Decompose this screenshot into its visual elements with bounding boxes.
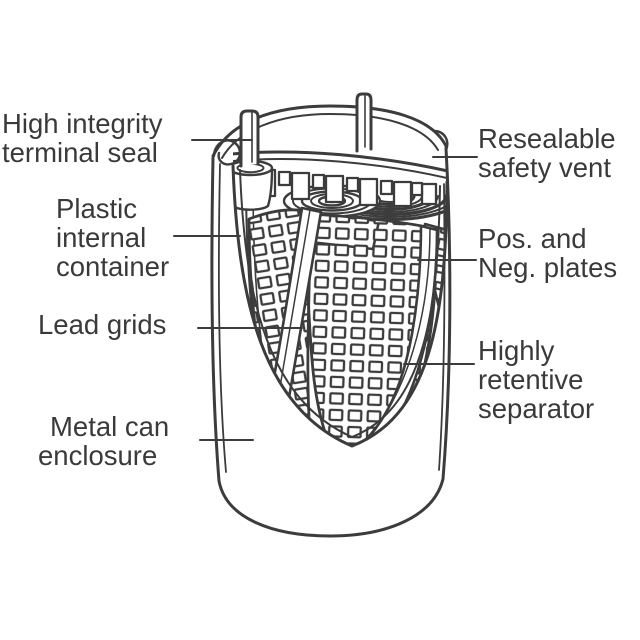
label-plates: Pos. and Neg. plates xyxy=(478,224,617,282)
label-line: Plastic xyxy=(56,193,137,224)
label-terminal-seal: High integrity terminal seal xyxy=(2,109,163,167)
label-line: container xyxy=(56,251,170,282)
cutaway-edge xyxy=(231,164,449,448)
label-lead-grids: Lead grids xyxy=(38,310,166,339)
label-line: High integrity xyxy=(2,108,163,139)
label-line: safety vent xyxy=(478,152,611,183)
label-line: internal xyxy=(56,222,147,253)
label-line: Pos. and xyxy=(478,223,587,254)
label-separator: Highly retentive separator xyxy=(478,336,594,423)
label-line: enclosure xyxy=(38,440,158,471)
label-line: Metal can xyxy=(50,411,170,442)
label-metal-can: Metal can enclosure xyxy=(38,412,169,470)
label-line: Highly xyxy=(478,335,555,366)
label-safety-vent: Resealable safety vent xyxy=(478,124,616,182)
battery-interior xyxy=(233,136,447,446)
metal-can-enclosure xyxy=(210,146,452,538)
label-line: Lead grids xyxy=(38,309,167,340)
label-line: separator xyxy=(478,393,595,424)
label-internal-container: Plastic internal container xyxy=(56,194,169,281)
label-line: Neg. plates xyxy=(478,252,618,283)
label-line: terminal seal xyxy=(2,137,158,168)
label-line: retentive xyxy=(478,364,584,395)
terminal-posts xyxy=(239,92,373,168)
label-line: Resealable xyxy=(478,123,616,154)
